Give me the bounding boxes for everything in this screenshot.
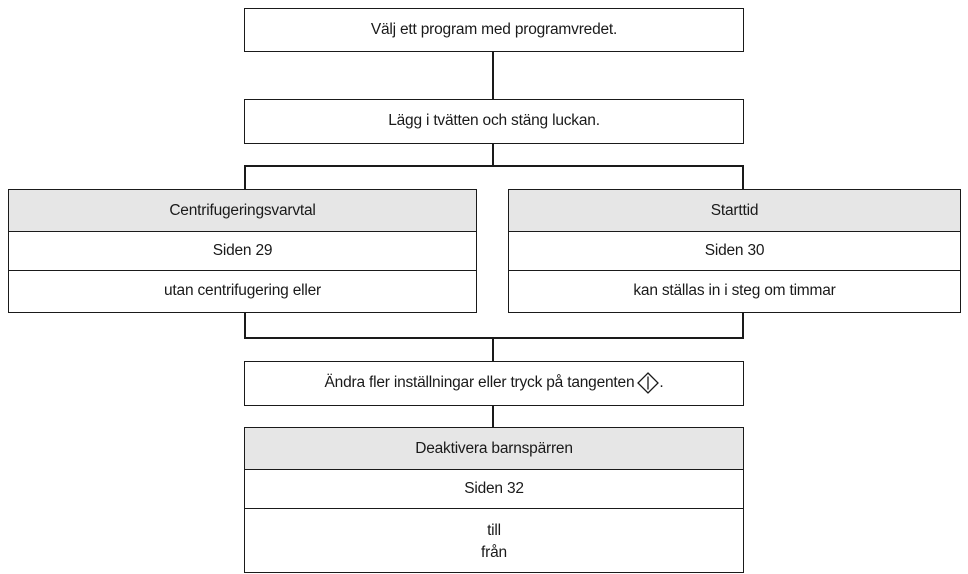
merge-left-rise bbox=[244, 313, 246, 338]
child-lock-values: till från bbox=[245, 508, 743, 574]
step-select-program-text: Välj ett program med programvredet. bbox=[370, 20, 618, 38]
step-change-or-start-text: Ändra fler inställningar eller tryck på … bbox=[245, 362, 743, 404]
option-start-time: Starttid Siden 30 kan ställas in i steg … bbox=[508, 189, 961, 313]
spin-page: Siden 29 bbox=[9, 231, 476, 270]
step-change-or-start-label: Ändra fler inställningar eller tryck på … bbox=[324, 374, 635, 391]
step-load-laundry-text: Lägg i tvätten och stäng luckan. bbox=[388, 112, 600, 129]
step-load-laundry: Lägg i tvätten och stäng luckan. bbox=[244, 99, 744, 144]
child-lock-title: Deaktivera barnspärren bbox=[245, 428, 743, 469]
spin-detail: utan centrifugering eller bbox=[9, 270, 476, 311]
split-right-drop bbox=[742, 165, 744, 190]
option-spin-speed: Centrifugeringsvarvtal Siden 29 utan cen… bbox=[8, 189, 477, 313]
merge-right-rise bbox=[742, 313, 744, 338]
connector-4 bbox=[492, 406, 494, 428]
step-change-or-start: Ändra fler inställningar eller tryck på … bbox=[244, 361, 744, 406]
start-time-detail: kan ställas in i steg om timmar bbox=[509, 270, 960, 311]
option-child-lock: Deaktivera barnspärren Siden 32 till frå… bbox=[244, 427, 744, 573]
split-left-drop bbox=[244, 165, 246, 190]
start-time-page: Siden 30 bbox=[509, 231, 960, 270]
merge-bar-bottom bbox=[244, 337, 744, 339]
connector-1 bbox=[492, 52, 494, 99]
child-lock-value-off: från bbox=[481, 543, 507, 561]
split-bar-top bbox=[244, 165, 744, 167]
child-lock-value-on: till bbox=[487, 521, 501, 539]
connector-2 bbox=[492, 144, 494, 166]
child-lock-page: Siden 32 bbox=[245, 469, 743, 508]
start-pause-icon bbox=[637, 372, 660, 394]
connector-3 bbox=[492, 337, 494, 362]
spin-title: Centrifugeringsvarvtal bbox=[9, 190, 476, 231]
start-time-title: Starttid bbox=[509, 190, 960, 231]
step-select-program: Välj ett program med programvredet. bbox=[244, 8, 744, 52]
step-change-or-start-suffix: . bbox=[659, 374, 664, 391]
